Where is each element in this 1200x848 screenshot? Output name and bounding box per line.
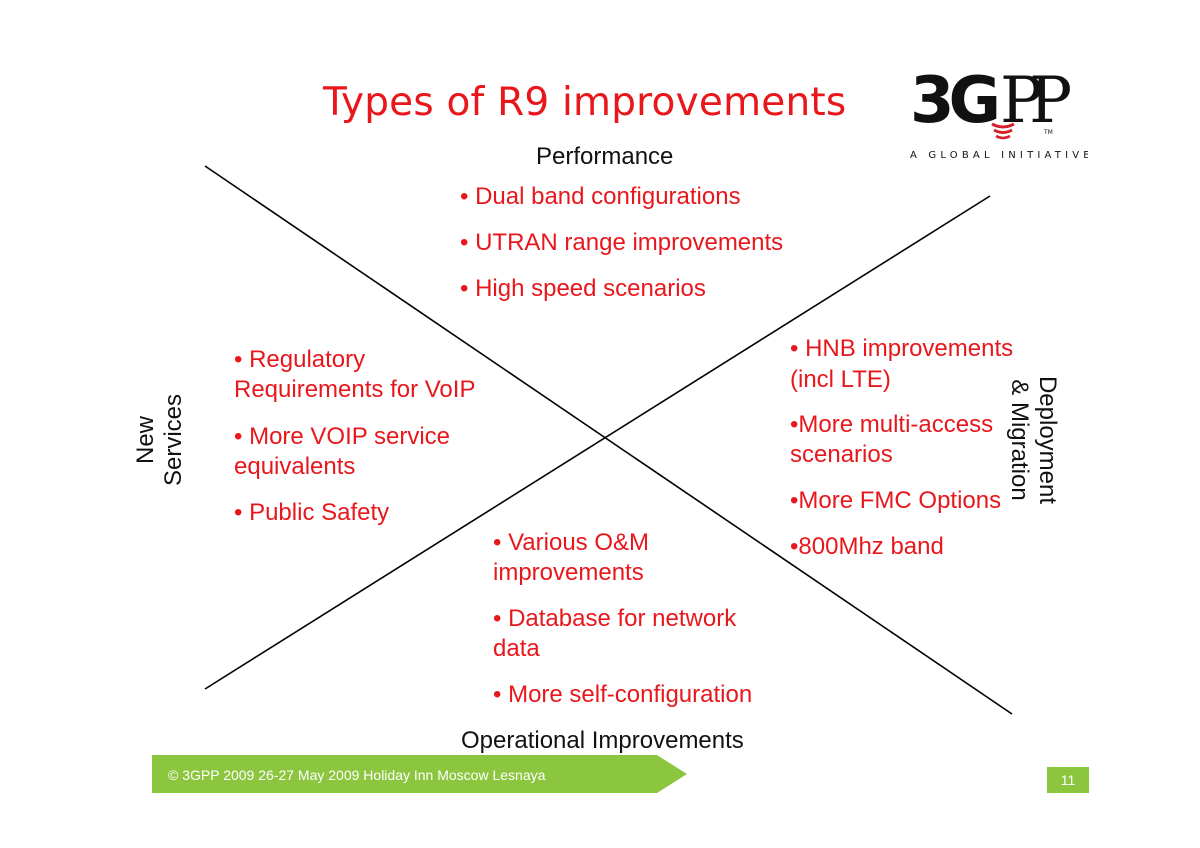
footer-text: © 3GPP 2009 26-27 May 2009 Holiday Inn M… [168,767,546,783]
footer-bar [152,755,687,793]
deployment-item: •More multi-access [790,411,994,438]
new-services-item: Requirements for VoIP [234,376,476,403]
page-title: Types of R9 improvements [323,80,847,125]
3gpp-logo: 3G PP TM A GLOBAL INITIATIVE [910,64,1088,161]
new-services-item: • More VOIP service [234,423,451,450]
operational-item: improvements [493,559,644,586]
axis-label-top: Performance [536,143,674,170]
performance-item: • Dual band configurations [460,183,741,210]
performance-item: • UTRAN range improvements [460,229,784,256]
svg-text:3G: 3G [910,64,997,138]
operational-item: data [493,635,540,662]
new-services-item: • Public Safety [234,499,390,526]
logo-tagline: A GLOBAL INITIATIVE [910,150,1088,161]
axis-label-right: Deployment & Migration [1006,375,1061,505]
deployment-item: (incl LTE) [790,366,891,393]
deployment-item: •More FMC Options [790,487,1002,514]
operational-item: • More self-configuration [493,681,753,708]
deployment-item: scenarios [790,441,893,468]
logo-tm: TM [1043,129,1053,136]
axis-label-bottom: Operational Improvements [461,727,744,754]
deployment-item: •800Mhz band [790,533,944,560]
operational-item: • Database for network [493,605,737,632]
performance-item: • High speed scenarios [460,275,706,302]
axis-label-left: New Services [132,393,187,487]
operational-item: • Various O&M [493,529,649,556]
new-services-item: equivalents [234,453,356,480]
new-services-item: • Regulatory [234,346,366,373]
deployment-item: • HNB improvements [790,335,1014,362]
page-number: 11 [1047,767,1089,793]
